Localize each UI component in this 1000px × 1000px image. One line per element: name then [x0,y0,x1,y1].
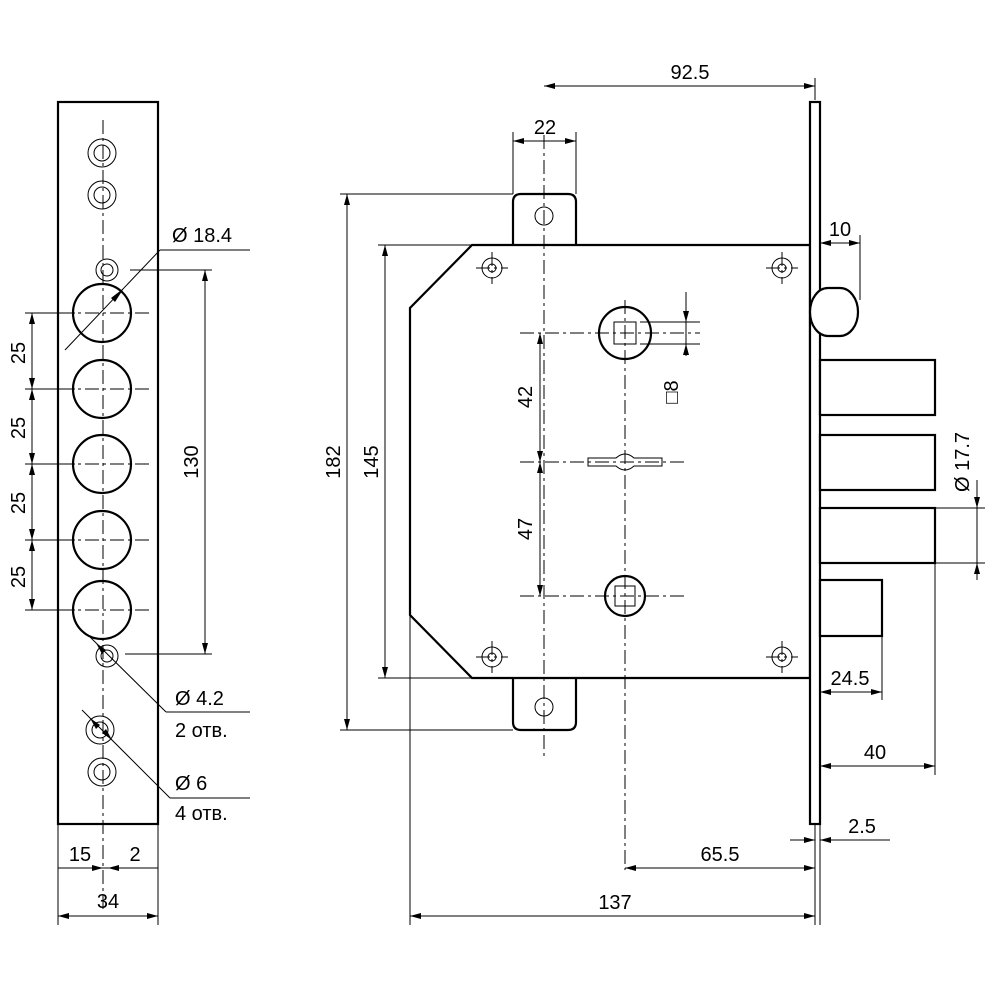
lock-body-view: 92.5 22 10 182 [323,62,985,925]
screw-hole-count-label: 4 отв. [175,803,228,825]
small-hole [95,644,119,668]
bolt [818,506,937,565]
bolt-diameter-label: Ø 17.7 [952,432,974,492]
top-span-dimension [544,78,816,100]
bolt-projection-label: 40 [864,742,886,764]
screw-hole [87,138,117,168]
overall-width-label: 137 [598,892,631,914]
spindle-square-label: □8 [661,380,683,403]
screw-hole-leader [81,709,250,799]
faceplate-width-dimension [57,824,159,925]
pitch-label-4: 25 [8,566,30,588]
top-span-label: 92.5 [671,62,710,84]
front-plate [808,100,822,826]
bolt-diameter-dimension [935,480,985,580]
backset-dimension [625,865,815,871]
backset-label: 65.5 [701,844,740,866]
pitch-label-1: 25 [8,342,30,364]
pitch-label-2: 25 [8,417,30,439]
case-height-dimension [378,244,472,679]
plate-thickness-label: 2.5 [848,816,876,838]
screw-hole [85,715,115,745]
bolt [818,358,937,417]
spindle-spacing-dimension [537,333,543,596]
small-hole-count-label: 2 отв. [175,720,228,742]
small-hole-leader [87,634,250,713]
bolt [818,578,884,638]
spindle-to-keyway-label: 42 [515,386,537,408]
screw-hole-diameter-label: Ø 6 [175,773,207,795]
keyway [587,453,663,471]
bolt-hole-leader [64,249,250,351]
edge-offset-label: 15 [69,844,91,866]
faceplate-outline [56,100,160,826]
overall-width-dimension [409,615,815,925]
plate-thickness-dimension [790,824,890,925]
spindle-square-dimension [640,292,700,356]
small-hole [95,258,119,282]
faceplate-view: 25 25 25 25 130 Ø 18.4 Ø 4.2 2 отв. [8,100,250,925]
faceplate-thickness-label: 10 [829,219,851,241]
lock-case [408,243,812,680]
total-height-label: 182 [323,445,345,478]
bolt [818,433,937,492]
faceplate-thickness-dimension [820,235,861,300]
screw-hole [87,757,117,787]
bolt-span-dimension [125,269,212,655]
latch [808,286,860,338]
faceplate-width-label: 34 [97,891,119,913]
pitch-dimension [25,312,75,611]
lug-width-label: 22 [534,117,556,139]
pitch-label-3: 25 [8,492,30,514]
bolt-span-label: 130 [181,445,203,478]
offset-2-label: 2 [129,844,140,866]
screw-hole [87,180,117,210]
bolt-projection-dimension [820,563,936,775]
keyway-to-cylinder-label: 47 [515,518,537,540]
latch-projection-dimension [820,636,883,700]
small-hole-diameter-label: Ø 4.2 [175,688,224,710]
case-height-label: 145 [361,445,383,478]
latch-projection-label: 24.5 [831,668,870,690]
bolt-hole-diameter-label: Ø 18.4 [172,225,232,247]
lug-width-dimension [512,132,577,194]
total-height-dimension [340,193,513,731]
